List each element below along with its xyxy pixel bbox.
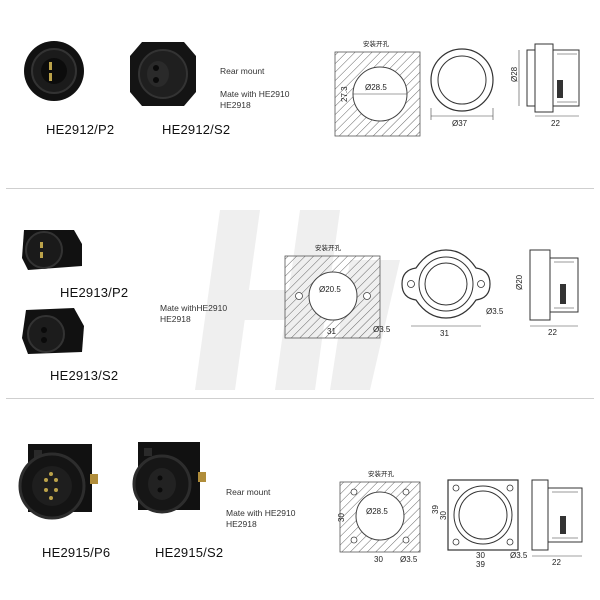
panel-cutout-drawing: 安装开孔 Ø28.5 30 30 Ø3.5 [337,469,421,564]
product-model-1: HE2913/P2 [60,285,129,300]
flat-width: 27.3 [340,86,349,102]
side-length: 22 [551,119,560,128]
mount-type: Rear mount [226,487,271,497]
mate-with: Mate with HE2910 [226,508,296,518]
product-model-2: HE2913/S2 [50,368,119,383]
body-outer-height: 39 [431,505,440,514]
side-length: 22 [552,558,561,567]
cutout-title: 安装开孔 [315,243,342,252]
product-model-1: HE2912/P2 [46,122,115,137]
connector-photo-plug [22,230,82,270]
product-section-he2915: HE2915/P6 HE2915/S2 Rear mount Mate with… [0,400,600,600]
product-section-he2912: HE2912/P2 HE2912/S2 Rear mount Mate with… [0,0,600,190]
connector-photo-plug [24,41,84,101]
flange-front-view: 31 Ø3.5 [401,249,504,338]
connector-photo-socket [22,308,84,354]
hole-diameter: Ø20.5 [319,285,341,294]
hole-diameter: Ø28.5 [366,507,388,516]
cutout-title: 安装开孔 [368,469,395,478]
screw-hole: Ø3.5 [373,325,391,334]
product-section-he2913: HE2913/P2 HE2913/S2 Mate withHE2910 HE29… [0,190,600,400]
body-height: 30 [439,511,448,520]
side-height: Ø28 [510,66,519,82]
flange-front-view: Ø37 [430,48,494,128]
side-view-drawing: 22 [531,479,583,567]
side-view-drawing: Ø20 22 [515,249,579,337]
panel-cutout-drawing: 安装开孔 Ø28.5 27.3 [334,39,421,137]
connector-photo-plug [18,444,98,520]
side-view-drawing: Ø28 22 [510,43,580,128]
product-model-2: HE2915/S2 [155,545,224,560]
mount-type: Rear mount [220,66,265,76]
cutout-title: 安装开孔 [363,39,390,48]
product-model-2: HE2912/S2 [162,122,231,137]
connector-photo-socket [130,42,196,106]
square-width: 30 [374,555,383,564]
flange-screw: Ø3.5 [510,551,528,560]
hole-spacing: 31 [327,327,336,336]
mate-with: Mate with HE2910 [220,89,290,99]
section-divider [6,188,594,189]
body-width: 30 [476,551,485,560]
section-divider [6,398,594,399]
product-model-1: HE2915/P6 [42,545,111,560]
mate-with: Mate withHE2910 [160,303,228,313]
body-outer-width: 39 [476,560,485,569]
square-height: 30 [337,513,346,522]
mate-model: HE2918 [226,519,257,529]
flange-spacing: 31 [440,329,449,338]
flange-screw: Ø3.5 [486,307,504,316]
mate-model: HE2918 [220,100,251,110]
side-length: 22 [548,328,557,337]
flange-front-view: 30 39 30 39 Ø3.5 [431,479,528,569]
hole-diameter: Ø28.5 [365,83,387,92]
side-height: Ø20 [515,274,524,290]
screw-hole: Ø3.5 [400,555,418,564]
connector-photo-socket [132,442,206,514]
mate-model: HE2918 [160,314,191,324]
panel-cutout-drawing: 安装开孔 Ø20.5 31 Ø3.5 [284,243,391,339]
outer-diameter: Ø37 [452,119,468,128]
